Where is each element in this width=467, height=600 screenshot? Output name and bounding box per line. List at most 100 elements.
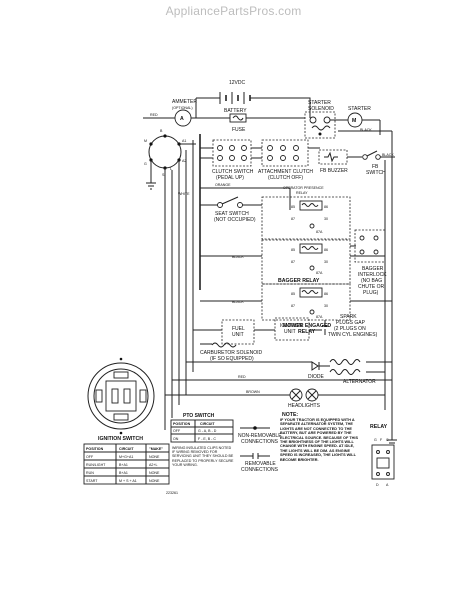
headlights: HEADLIGHTS xyxy=(288,388,321,409)
svg-text:BLACK: BLACK xyxy=(232,255,244,259)
clutch-switch: CLUTCH SWITCH (PEDAL UP) xyxy=(212,139,254,181)
svg-text:RELAY: RELAY xyxy=(298,329,316,335)
svg-text:30: 30 xyxy=(324,217,328,221)
svg-text:UNIT: UNIT xyxy=(284,329,296,335)
svg-text:FUEL: FUEL xyxy=(232,326,245,332)
attachment-clutch: ATTACHMENT CLUTCH (CLUTCH OFF) xyxy=(258,139,313,181)
svg-text:87A: 87A xyxy=(316,315,323,319)
ground-symbol xyxy=(146,160,156,190)
svg-text:85: 85 xyxy=(291,205,295,209)
svg-text:86: 86 xyxy=(324,292,328,296)
svg-text:M: M xyxy=(352,118,356,124)
seat-switch: SEAT SWITCH (NOT OCCUPIED) xyxy=(214,196,256,223)
battery: 12VDC BATTERY xyxy=(219,80,251,114)
svg-text:RED: RED xyxy=(150,113,158,117)
svg-text:(CLUTCH OFF): (CLUTCH OFF) xyxy=(268,175,303,181)
svg-text:OFF: OFF xyxy=(86,455,94,459)
starter-solenoid: STARTER SOLENOID xyxy=(304,100,336,139)
svg-text:A: A xyxy=(180,116,184,122)
svg-text:BATTERY: BATTERY xyxy=(224,108,247,114)
carburetor-solenoid: CARBURETOR SOLENOID (IF SO EQUIPPED) xyxy=(200,342,263,362)
svg-text:85: 85 xyxy=(291,248,295,252)
bagger-interlock: BAGGER INTERLOCK (NO BAG CHUTE OR PLUG) xyxy=(354,229,387,296)
svg-text:S: S xyxy=(162,173,165,177)
svg-text:BLACK: BLACK xyxy=(232,300,244,304)
svg-text:RELAY: RELAY xyxy=(370,424,388,430)
svg-text:G: G xyxy=(144,162,147,166)
svg-text:87A: 87A xyxy=(316,230,323,234)
svg-text:HEADLIGHTS: HEADLIGHTS xyxy=(288,403,321,409)
svg-text:DIODE: DIODE xyxy=(308,374,325,380)
svg-text:A2+L: A2+L xyxy=(149,463,158,467)
svg-text:87A: 87A xyxy=(316,271,323,275)
svg-text:RELAY: RELAY xyxy=(296,191,308,195)
operator-presence-relay: OPERATOR PRESENCE RELAY 85 86 87 30 87A xyxy=(261,186,351,240)
svg-text:CIRCUIT: CIRCUIT xyxy=(119,447,134,451)
svg-text:A1: A1 xyxy=(182,139,186,143)
svg-text:SOLENOID: SOLENOID xyxy=(308,106,334,112)
alternator: ALTERNATOR xyxy=(329,359,376,385)
svg-text:85: 85 xyxy=(291,292,295,296)
ignition-switch-body xyxy=(87,357,155,435)
svg-text:NON-REMOVABLE: NON-REMOVABLE xyxy=(238,433,282,439)
pto-switch-table: PTO SWITCH POSITION CIRCUIT OFF G - A, B… xyxy=(170,413,234,443)
ammeter: AMMETER (OPTIONAL) A xyxy=(143,99,230,127)
fb-buzzer: FB BUZZER xyxy=(318,149,348,174)
part-number: 223261 xyxy=(166,491,178,495)
fb-switch: FB SWITCH BLACK xyxy=(362,150,394,176)
ignition-switch-table: POSITION CIRCUIT "MAKE" OFF M+G+A1 NONE … xyxy=(83,443,170,485)
svg-text:RUN: RUN xyxy=(86,471,94,475)
svg-text:L: L xyxy=(170,167,172,171)
svg-text:G: G xyxy=(374,438,377,442)
svg-text:RED: RED xyxy=(238,375,246,379)
svg-text:STARTER: STARTER xyxy=(308,100,331,106)
svg-text:ON: ON xyxy=(173,437,179,441)
svg-text:87: 87 xyxy=(291,260,295,264)
svg-text:OPERATOR PRESENCE: OPERATOR PRESENCE xyxy=(283,186,324,190)
svg-text:D: D xyxy=(376,483,379,487)
svg-text:NONE: NONE xyxy=(149,471,160,475)
svg-text:B+A1: B+A1 xyxy=(119,463,128,467)
svg-text:PLUGS GAP: PLUGS GAP xyxy=(336,320,366,326)
fuse: FUSE xyxy=(229,113,305,133)
svg-text:BLACK: BLACK xyxy=(382,153,394,157)
svg-text:RUN/LIGHT: RUN/LIGHT xyxy=(86,463,106,467)
svg-text:ALTERNATOR: ALTERNATOR xyxy=(343,379,376,385)
svg-text:F - E, B - C: F - E, B - C xyxy=(198,437,216,441)
svg-text:(IF SO EQUIPPED): (IF SO EQUIPPED) xyxy=(210,356,254,362)
svg-text:START: START xyxy=(86,479,98,483)
svg-text:REMOVABLE: REMOVABLE xyxy=(245,461,276,467)
svg-text:NONE: NONE xyxy=(149,479,160,483)
svg-text:C: C xyxy=(386,438,389,442)
svg-text:SEAT SWITCH: SEAT SWITCH xyxy=(215,211,249,217)
svg-text:CONNECTIONS: CONNECTIONS xyxy=(241,439,279,445)
svg-text:PTO SWITCH: PTO SWITCH xyxy=(183,413,215,419)
connection-legend: NON-REMOVABLE CONNECTIONS REMOVABLE CONN… xyxy=(238,426,282,473)
svg-text:A2: A2 xyxy=(182,159,186,163)
svg-text:A: A xyxy=(386,483,389,487)
svg-text:(NO BAG: (NO BAG xyxy=(361,278,382,284)
mower-engaged-relay: 85 86 87 30 87A MOWER ENGAGED RELAY xyxy=(261,283,351,335)
svg-text:CHUTE OR: CHUTE OR xyxy=(358,284,385,290)
svg-text:MOWER ENGAGED: MOWER ENGAGED xyxy=(283,323,331,329)
svg-text:86: 86 xyxy=(324,248,328,252)
svg-text:M+G+A1: M+G+A1 xyxy=(119,455,133,459)
ground-symbol-right xyxy=(387,430,397,447)
alternator-note: NOTE: IF YOUR TRACTOR IS EQUIPPED WITH A… xyxy=(280,412,358,462)
svg-text:BLACK: BLACK xyxy=(360,128,372,132)
svg-text:INTERLOCK: INTERLOCK xyxy=(358,272,387,278)
svg-text:(2 PLUGS ON: (2 PLUGS ON xyxy=(334,326,366,332)
spark-plugs: SPARK PLUGS GAP (2 PLUGS ON TWIN CYL ENG… xyxy=(322,314,378,338)
svg-text:87: 87 xyxy=(291,304,295,308)
svg-text:STARTER: STARTER xyxy=(348,106,371,112)
svg-text:NONE: NONE xyxy=(149,455,160,459)
svg-text:TWIN CYL ENGINES): TWIN CYL ENGINES) xyxy=(328,332,378,338)
diode: DIODE xyxy=(308,361,325,380)
svg-text:(NOT OCCUPIED): (NOT OCCUPIED) xyxy=(214,217,256,223)
svg-text:F: F xyxy=(380,438,383,442)
ignition-unit: IGNITION UNIT xyxy=(274,317,310,341)
svg-text:CLUTCH SWITCH: CLUTCH SWITCH xyxy=(212,169,254,175)
svg-text:"MAKE": "MAKE" xyxy=(149,447,163,451)
svg-text:(PEDAL UP): (PEDAL UP) xyxy=(216,175,244,181)
